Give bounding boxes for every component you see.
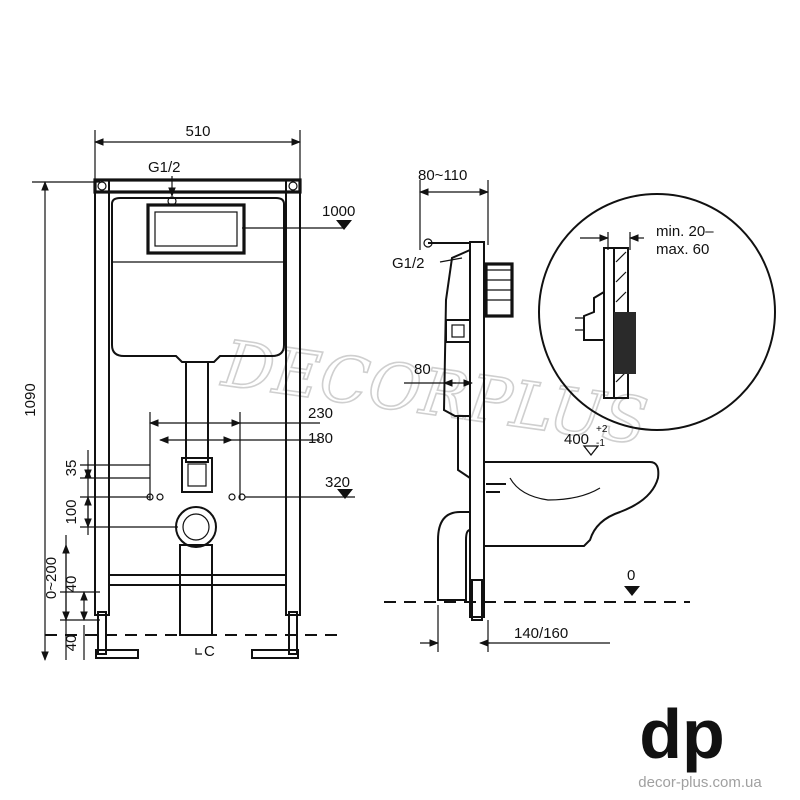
dim-40-label-a: 40 — [63, 576, 80, 593]
detail-flush-button — [614, 312, 636, 374]
dim-80-label: 80 — [414, 361, 431, 378]
pipe-connector — [181, 457, 213, 493]
detail-min-label: min. 20– — [656, 223, 714, 240]
side-inlet-label: G1/2 — [392, 255, 425, 272]
toilet-bowl — [484, 461, 660, 547]
water-inlet-fitting — [167, 196, 177, 206]
projection-label: 140/160 — [514, 625, 568, 642]
right-foot — [288, 611, 298, 655]
brand-logo: dp — [639, 695, 725, 773]
side-frame-post — [469, 241, 485, 618]
dim-180-label: 180 — [308, 430, 333, 447]
drain-bend — [437, 511, 471, 601]
dim-230-label: 230 — [308, 405, 333, 422]
inlet-label: G1/2 — [148, 159, 181, 176]
bowl-height-label: 400 — [564, 431, 589, 448]
tank-level-label: 1000 — [322, 203, 355, 220]
outlet-mark: C — [204, 643, 215, 660]
flush-plate-opening — [146, 203, 246, 255]
floor-level-label: 0 — [627, 567, 635, 584]
left-foot — [97, 611, 107, 655]
dim-40-label-b: 40 — [63, 635, 80, 652]
waste-pipe — [179, 544, 213, 636]
dim-0-200-label: 0~200 — [43, 557, 60, 599]
dim-100-label: 100 — [63, 499, 80, 524]
frame-left-post — [94, 179, 110, 616]
brand-logo-text: dp — [639, 695, 725, 773]
side-inlet-fitting — [423, 238, 433, 248]
bowl-height-tol-upper: +2 — [596, 424, 608, 435]
front-view: 510 1090 G1/2 1000 230 — [22, 123, 355, 661]
frame-right-post — [285, 179, 301, 616]
bowl-height-tol-lower: -1 — [596, 438, 605, 449]
depth-label: 80~110 — [418, 167, 467, 184]
dim-35-label: 35 — [63, 460, 80, 477]
detail-view: min. 20– max. 60 — [538, 193, 776, 431]
brand-url: decor-plus.com.ua — [638, 774, 762, 791]
height-label: 1090 — [22, 383, 39, 416]
cistern-body — [111, 197, 285, 363]
detail-max-label: max. 60 — [656, 241, 709, 258]
side-view: 80~110 G1/2 80 400 +2 -1 — [384, 167, 690, 652]
width-label: 510 — [185, 123, 210, 140]
flush-pipe — [185, 361, 209, 463]
dim-320-label: 320 — [325, 474, 350, 491]
frame-top-rail — [93, 178, 302, 194]
detail-circle — [538, 193, 776, 431]
waste-outlet — [175, 506, 217, 548]
